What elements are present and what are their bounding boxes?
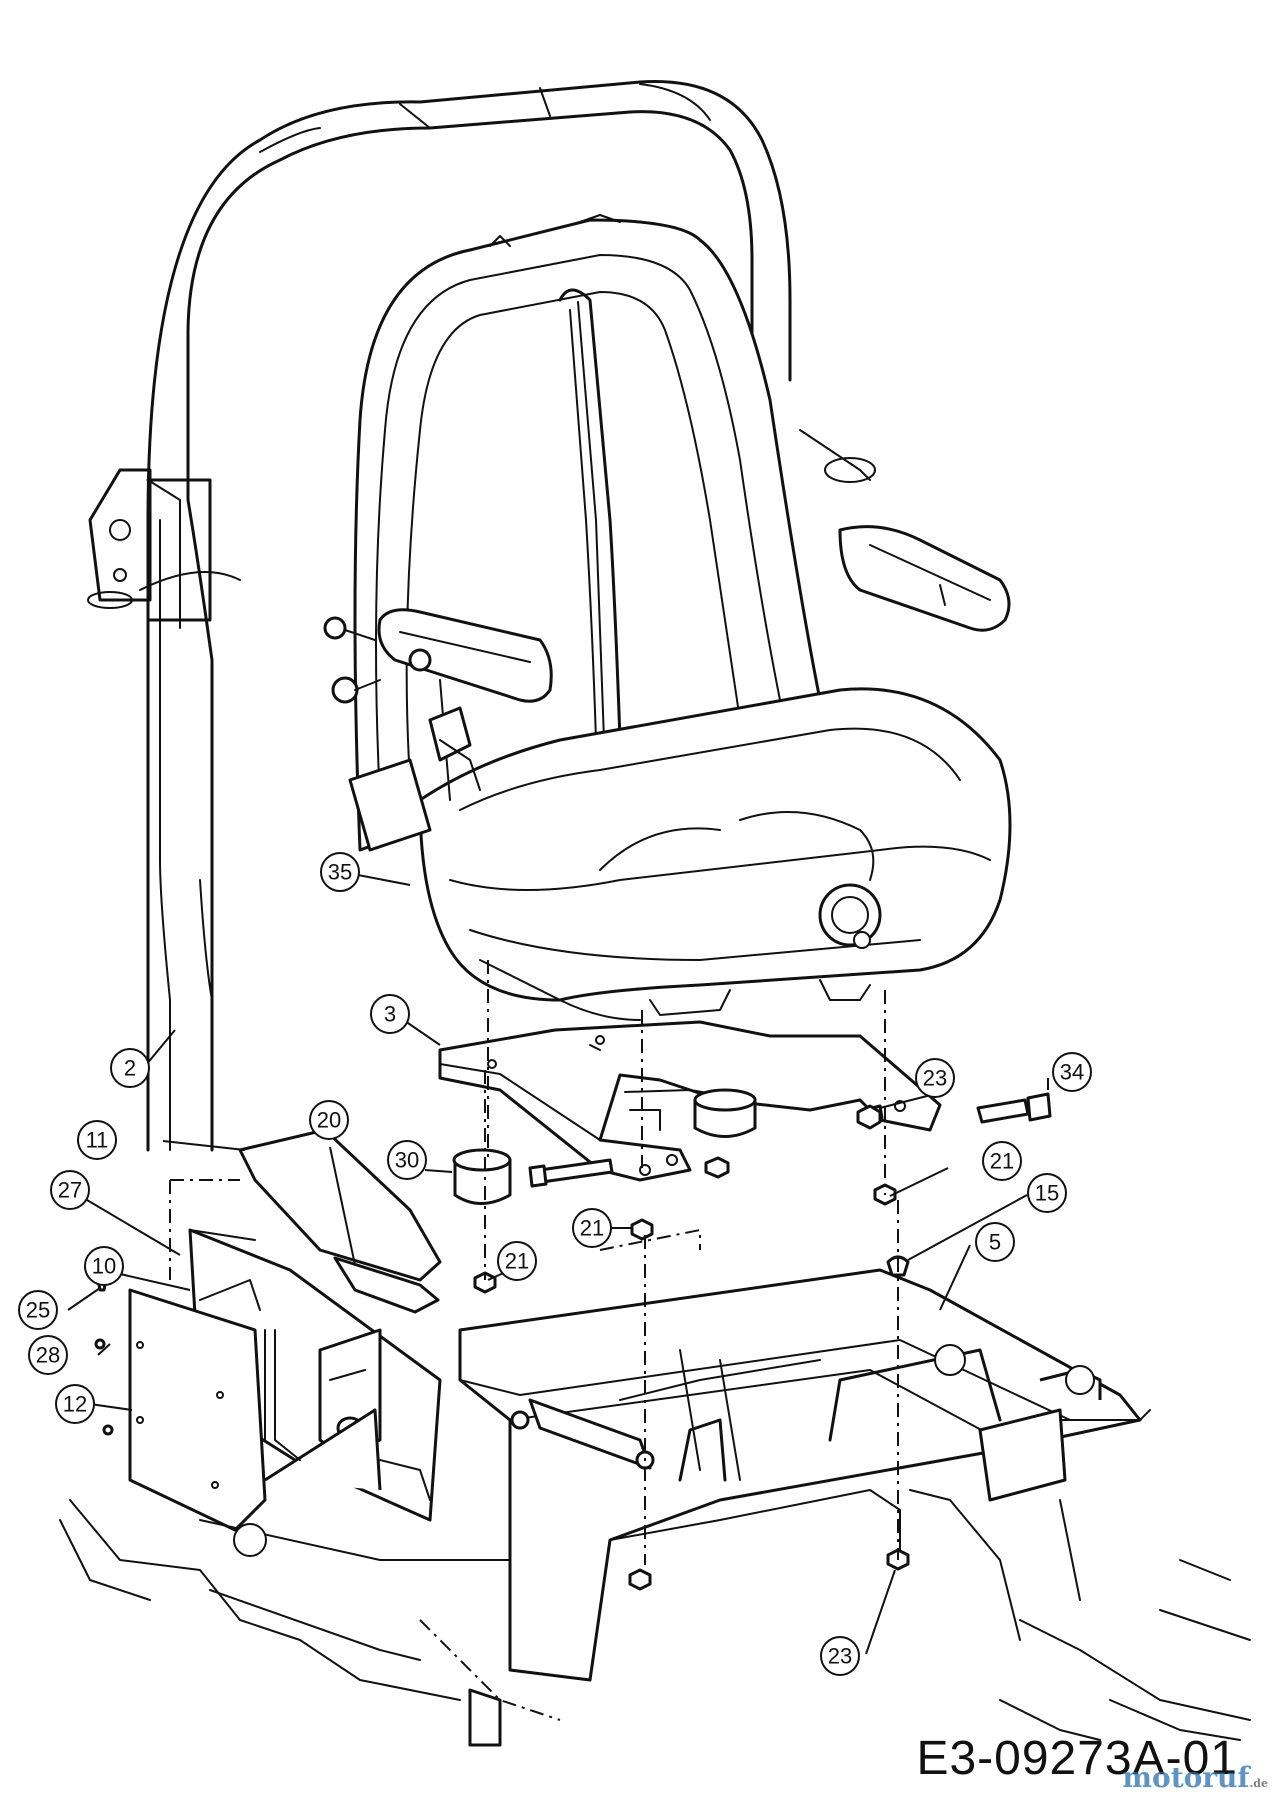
callout-20: 20: [309, 1100, 349, 1140]
callout-21-right: 21: [982, 1141, 1022, 1181]
callout-21-mid: 21: [572, 1208, 612, 1248]
rubber-mount-30: [452, 1088, 757, 1205]
callout-10: 10: [84, 1246, 124, 1286]
svg-text:15: 15: [1035, 1181, 1059, 1206]
svg-text:23: 23: [828, 1644, 852, 1669]
callout-12: 12: [55, 1384, 95, 1424]
callout-3: 3: [370, 994, 410, 1034]
callout-28: 28: [28, 1335, 68, 1375]
svg-text:5: 5: [989, 1230, 1001, 1255]
svg-text:10: 10: [92, 1254, 116, 1279]
control-panel-assembly: [94, 1128, 442, 1532]
watermark-logo: motoruf.de: [1122, 1761, 1268, 1794]
callout-5: 5: [975, 1222, 1015, 1262]
callout-21-left: 21: [497, 1241, 537, 1281]
svg-text:34: 34: [1060, 1060, 1084, 1085]
callout-34: 34: [1052, 1052, 1092, 1092]
seat-plate-3: [438, 1020, 942, 1182]
svg-text:23: 23: [923, 1066, 947, 1091]
frame-chassis: [59, 1268, 1251, 1747]
callout-27: 27: [50, 1170, 90, 1210]
seat-35: [323, 214, 1012, 1021]
svg-text:27: 27: [58, 1178, 82, 1203]
callout-30: 30: [387, 1140, 427, 1180]
assembly-centerlines: [169, 960, 899, 1721]
svg-text:3: 3: [384, 1002, 396, 1027]
svg-text:28: 28: [36, 1343, 60, 1368]
callout-15: 15: [1027, 1173, 1067, 1213]
svg-text:2: 2: [124, 1056, 136, 1081]
callout-23-top: 23: [915, 1058, 955, 1098]
svg-text:21: 21: [505, 1249, 529, 1274]
watermark-suffix: .de: [1249, 1777, 1268, 1790]
svg-text:11: 11: [86, 1128, 109, 1153]
callout-35: 35: [320, 852, 360, 892]
callout-11: 11: [77, 1120, 117, 1160]
drawing-code-label: E3-09273A-01: [916, 1732, 1238, 1785]
callout-2: 2: [110, 1048, 150, 1088]
svg-text:20: 20: [317, 1108, 341, 1133]
callout-25: 25: [18, 1290, 58, 1330]
roll-bar: [87, 79, 876, 1152]
callout-23-bottom: 23: [820, 1636, 860, 1676]
watermark-text: motoruf: [1122, 1761, 1250, 1794]
svg-text:12: 12: [63, 1392, 87, 1417]
svg-text:30: 30: [395, 1148, 419, 1173]
svg-text:21: 21: [580, 1216, 604, 1241]
svg-text:35: 35: [328, 860, 352, 885]
svg-text:21: 21: [990, 1149, 1014, 1174]
svg-text:25: 25: [26, 1298, 50, 1323]
callouts: 35 3 2 23 34 11 20 30 21 27 15 21 10 5 2…: [18, 852, 1092, 1676]
leader-lines: [67, 874, 1049, 1655]
